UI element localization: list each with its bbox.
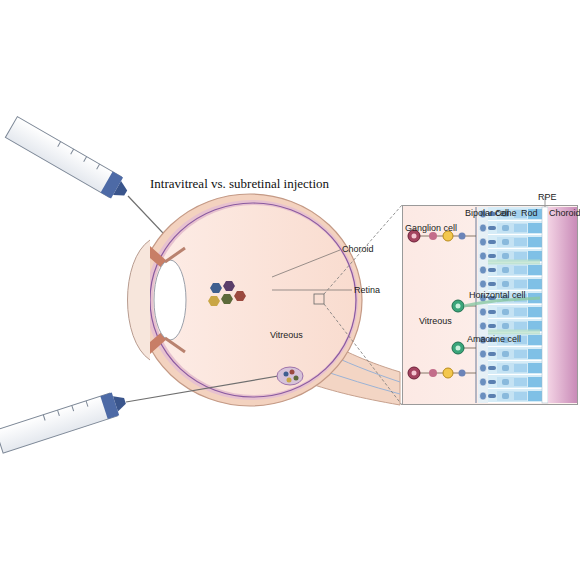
ciliary-body — [165, 248, 185, 352]
lens — [154, 260, 186, 340]
cornea — [128, 240, 151, 360]
cell-label: Ganglion cell — [405, 223, 457, 233]
zoom-line — [324, 304, 402, 405]
bleb-cell — [290, 370, 295, 375]
part-label: Choroid — [342, 244, 374, 254]
cell-label: Amacrine cell — [467, 334, 521, 344]
bleb-cell — [287, 378, 292, 383]
leader-line — [272, 250, 340, 277]
zoom-line — [324, 205, 402, 294]
syringe-top — [5, 117, 131, 204]
retina-inset — [402, 196, 578, 405]
injected-cells — [208, 281, 246, 306]
bleb-cell — [294, 376, 299, 381]
diagram-title: Intravitreal vs. subretinal injection — [150, 176, 329, 191]
needle-bottom — [126, 374, 290, 402]
cell-label: Rod — [521, 208, 538, 218]
leader-line — [272, 290, 352, 291]
cell-label: RPE — [538, 192, 557, 202]
cell-label: Choroid — [549, 208, 580, 218]
retina-layer — [150, 203, 356, 397]
sclera — [138, 194, 362, 406]
cell-label: Vitreous — [419, 316, 452, 326]
zoom-marker — [314, 294, 324, 304]
syringe-bottom — [0, 389, 129, 453]
part-label: Vitreous — [270, 330, 303, 340]
inset-box: Bipolar cellConeRodRPEChoroidGanglion ce… — [402, 205, 578, 405]
vitreous-body — [153, 205, 355, 395]
choroid-layer — [146, 200, 358, 400]
cell-label: Horizontal cell — [469, 290, 526, 300]
subretinal-bleb — [277, 367, 303, 385]
cell-label: Cone — [495, 208, 517, 218]
part-label: Retina — [354, 285, 380, 295]
bleb-cell — [284, 372, 289, 377]
